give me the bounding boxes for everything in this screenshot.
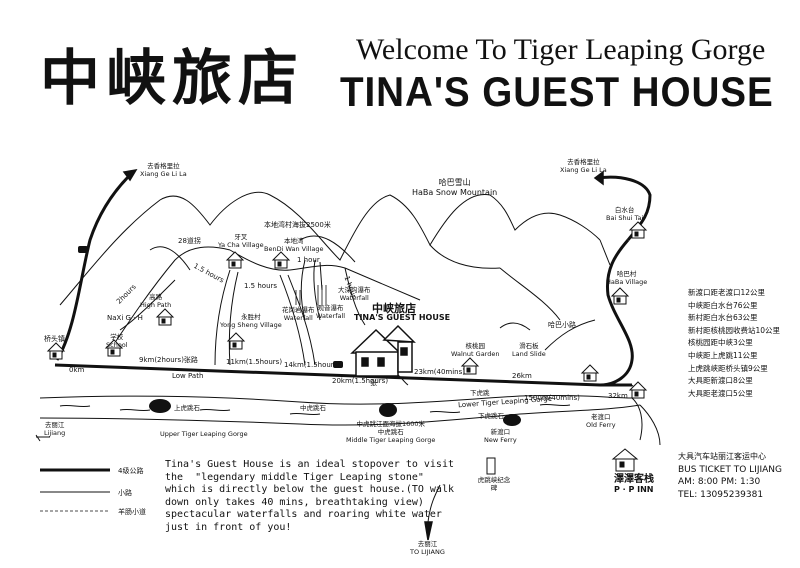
distance-list-item: 中峡距上虎跳11公里 (688, 350, 758, 360)
distance-20km: 20km(1.5hours) (332, 377, 389, 385)
zhang-label: 张 (370, 379, 377, 387)
time-15hours-b: 1.5 hours (244, 282, 278, 290)
bus-telephone: TEL: 13095239381 (678, 489, 764, 500)
middle-stone-label: 中虎跳石 (300, 404, 326, 412)
car-icons (78, 246, 343, 368)
middle-tiger-stone (379, 403, 397, 417)
distance-11km: 11km(1.5hours) (226, 358, 283, 366)
distance-list-item: 新村距核桃园收费站10公里 (688, 325, 781, 335)
mountain-range (59, 191, 611, 321)
legend-trail-label: 羊肠小道 (118, 508, 146, 516)
chinese-title: 中峡旅店 (40, 44, 304, 114)
tina-guest-house-drawing (350, 324, 416, 377)
distance-0km: 0km (69, 366, 85, 374)
distance-14km: 14km(1.5hours) (284, 361, 341, 369)
guesthouse-cn-label: 中峡旅店 (372, 302, 416, 315)
jinsha-river (39, 394, 661, 446)
village-houses (46, 221, 648, 472)
bendiwan-altitude-label: 本地湾村海拔2500米 (264, 221, 331, 229)
bus-station-cn: 大具汽车站丽江客运中心 (678, 452, 766, 461)
distance-list-item: 大具距新渡口8公里 (688, 376, 753, 386)
lower-stone-label: 下虎跳石 (478, 412, 504, 420)
twenty-eight-bends-label: 28道拐 (178, 237, 201, 245)
distance-list-item: 上虎跳峡距桥头镇9公里 (688, 363, 768, 373)
distance-9km: 9km(2hours)张路 (139, 356, 198, 364)
distance-32km: 32km (608, 392, 628, 400)
bus-ticket-title: BUS TICKET TO LIJIANG (678, 464, 783, 475)
haba-trail-label: 哈巴小路 (548, 321, 576, 329)
welcome-heading: Welcome To Tiger Leaping Gorge (356, 33, 766, 66)
distance-23km: 23km(40mins) (414, 368, 465, 376)
lower-gorge-cn-label: 下虎跳 (470, 389, 490, 397)
time-1hour-a: 1 hour (297, 256, 320, 264)
distance-list: 新渡口距老渡口12公里 中峡距白水台76公里 新村距白水台63公里 新村距核桃园… (688, 287, 780, 400)
direction-arrows (35, 168, 604, 541)
low-path-label: Low Path (172, 372, 204, 380)
upper-gorge-en-label: Upper Tiger Leaping Gorge (160, 430, 248, 438)
naxi-guesthouse-label: NaXi G · H (107, 314, 143, 322)
upper-tiger-stone (149, 399, 171, 413)
legend-highway-label: 4级公路 (118, 467, 144, 475)
main-road (54, 173, 652, 396)
monument-icon (486, 457, 496, 475)
distance-1500m: 1500m(40mins) (524, 394, 580, 402)
waterfall-lines (295, 285, 327, 305)
guest-house-heading: TINA'S GUEST HOUSE (340, 68, 774, 115)
legend-path-label: 小路 (118, 489, 132, 497)
monument-label: 虎跳峡纪念碑 (477, 476, 511, 492)
legend-lines (40, 468, 110, 512)
distance-list-item: 新村距白水台63公里 (688, 313, 758, 323)
distance-26km: 26km (512, 372, 532, 380)
distance-list-item: 中峡距白水台76公里 (688, 300, 758, 310)
bus-ticket-info: 大具汽车站丽江客运中心 BUS TICKET TO LIJIANG AM: 8:… (678, 451, 782, 501)
distance-list-item: 核桃园距中峡3公里 (688, 338, 753, 348)
upper-gorge-label: 上虎跳石 (174, 404, 200, 412)
bus-times: AM: 8:00 PM: 1:30 (678, 477, 761, 487)
qiaotou-label: 桥头镇 (44, 335, 65, 343)
mountain-trails (109, 246, 596, 386)
distance-list-item: 大具距老渡口5公里 (688, 388, 753, 398)
distance-list-item: 新渡口距老渡口12公里 (688, 288, 766, 297)
guesthouse-en-label: TINA'S GUEST HOUSE (354, 313, 451, 322)
info-paragraph: Tina's Guest House is an ideal stopover … (165, 459, 454, 533)
lower-tiger-stone (503, 414, 521, 426)
